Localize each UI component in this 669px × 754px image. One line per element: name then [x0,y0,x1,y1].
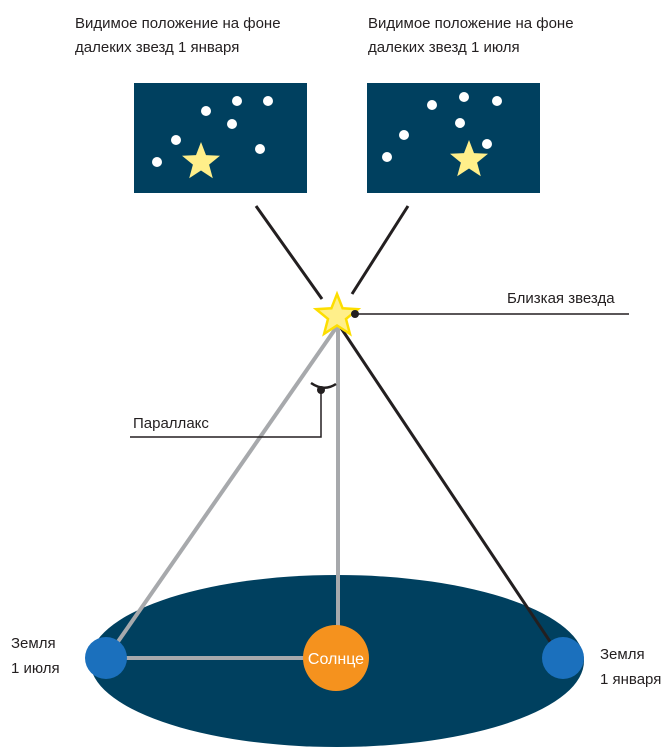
earth-july-label-line2: 1 июля [11,660,60,677]
background-star [201,106,211,116]
sky-panel-july [367,83,540,193]
jan-view-caption-line1: Видимое положение на фоне [75,15,281,32]
parallax-leader-line [130,390,322,438]
jan-view-caption: Видимое положение на фоне далеких звезд … [75,12,281,60]
sight-line-earth-july [106,323,340,658]
sun-label: Солнце [308,651,364,668]
near-star-image-january [182,142,220,179]
sky-panel-july-bg [367,83,540,193]
earth-january-label-line1: Земля [600,646,645,663]
earth-january [542,637,584,679]
background-star [482,139,492,149]
jan-view-caption-line2: далеких звезд 1 января [75,39,240,56]
jul-view-caption-line2: далеких звезд 1 июля [368,39,520,56]
jul-view-caption: Видимое положение на фоне далеких звезд … [368,12,574,60]
near-star-label: Близкая звезда [507,290,615,307]
background-star [459,92,469,102]
background-star [427,100,437,110]
background-star [399,130,409,140]
jul-view-caption-line1: Видимое положение на фоне [368,15,574,32]
background-star [255,144,265,154]
sun [303,625,369,691]
near-star-image-july [450,140,488,177]
earth-january-label-line2: 1 января [600,671,661,688]
background-star [263,96,273,106]
near-star [312,290,362,337]
sight-line-to-january-panel [254,205,324,300]
sky-panel-january-bg [134,83,307,193]
earth-july [85,637,127,679]
background-star [382,152,392,162]
background-star [171,135,181,145]
sight-line-earth-january [337,324,563,659]
background-star [152,157,162,167]
background-star [232,96,242,106]
earth-july-label-line1: Земля [11,635,56,652]
parallax-label: Параллакс [133,415,209,432]
background-star [492,96,502,106]
sky-panel-january [134,83,307,193]
sight-line-to-july-panel [350,205,410,295]
background-star [227,119,237,129]
background-star [455,118,465,128]
